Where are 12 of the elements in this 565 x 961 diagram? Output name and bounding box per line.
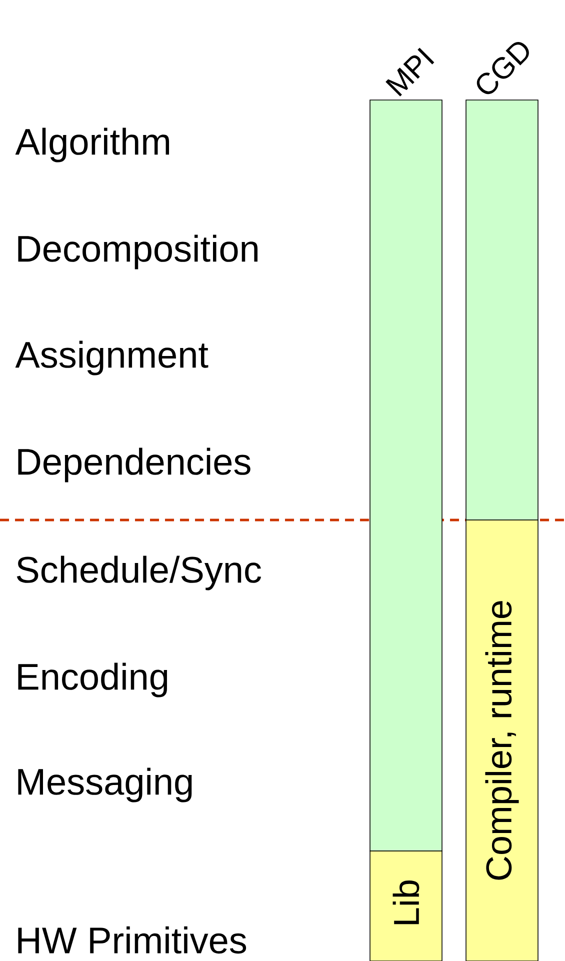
column-segment: Compiler, runtime [466, 520, 538, 961]
layer-label: HW Primitives [18, 926, 246, 954]
layer-label: Messaging [18, 768, 192, 802]
layer-label: Encoding [18, 662, 168, 698]
layer-label: Schedule/Sync [16, 556, 261, 590]
node-label: MPI [386, 48, 434, 96]
layer-label: Assignment [15, 340, 208, 376]
layer-label: Decomposition [18, 234, 258, 270]
layer-label: Dependencies [18, 448, 250, 482]
column-bar: MPI [370, 48, 442, 852]
column-segment: Lib [370, 850, 442, 961]
layer-label: Algorithm [15, 128, 170, 162]
